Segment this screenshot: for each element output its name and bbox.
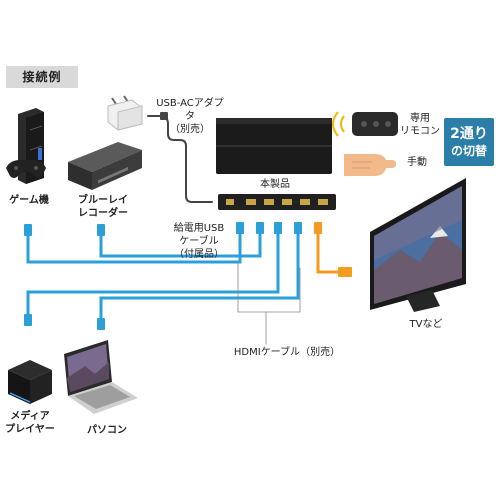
section-title: 接続例: [6, 66, 78, 88]
badge-line-1: 2通り: [450, 126, 488, 142]
usb-power-cable-label: 給電用USB ケーブル （付属品）: [173, 223, 225, 260]
tv-icon: [370, 178, 466, 312]
main-product-unit-icon: [216, 118, 332, 174]
bluray-recorder-label: ブルーレイ レコーダー: [78, 195, 128, 219]
usb-ac-adapter-label: USB-ACアダプタ （別売）: [156, 98, 224, 135]
hdmi-switcher-icon: [218, 194, 336, 210]
hand-icon: [344, 154, 396, 176]
badge-line-2: の切替: [450, 144, 487, 158]
main-product-label: 本製品: [260, 179, 290, 190]
switch-modes-badge: 2通り の切替: [444, 118, 494, 166]
media-player-label: メディア プレイヤー: [5, 411, 55, 435]
game-console-label: ゲーム機: [9, 195, 49, 206]
usb-ac-adapter-icon: [107, 95, 143, 131]
hdmi-cable-label: HDMIケーブル（別売）: [233, 347, 341, 358]
remote-label: 専用 リモコン: [400, 113, 440, 137]
laptop-icon: [64, 340, 138, 414]
media-player-icon: [8, 360, 52, 404]
cable-connectors: [24, 112, 352, 330]
tv-label: TVなど: [409, 319, 443, 330]
pc-label: パソコン: [87, 425, 127, 436]
bluray-recorder-icon: [68, 142, 142, 190]
manual-label: 手動: [407, 157, 427, 168]
remote-control-icon: [332, 111, 398, 137]
game-console-icon: [6, 108, 46, 184]
hdmi-cables: [26, 115, 342, 345]
